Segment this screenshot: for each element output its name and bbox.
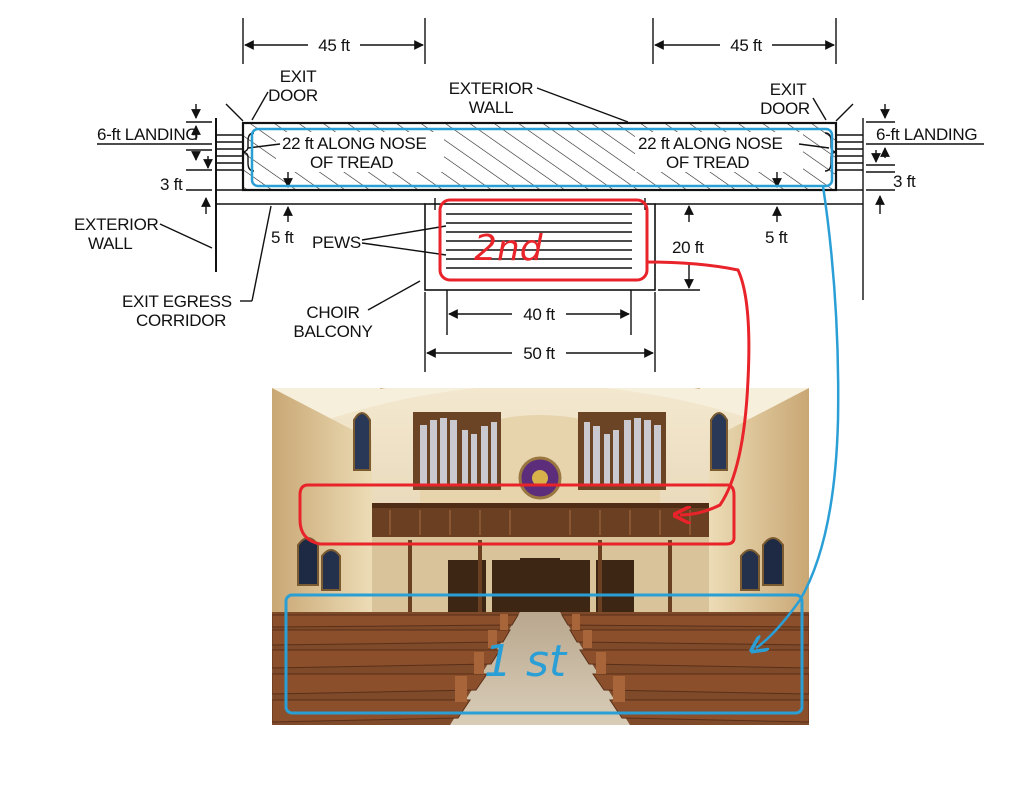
svg-text:CHOIR: CHOIR — [306, 303, 359, 322]
svg-text:OF TREAD: OF TREAD — [666, 153, 749, 172]
dim-balcony-depth: 20 ft — [658, 205, 704, 291]
tread-left-label: 22 ft ALONG NOSE OF TREAD — [282, 134, 427, 172]
svg-text:6-ft LANDING: 6-ft LANDING — [97, 125, 198, 144]
svg-text:50 ft: 50 ft — [523, 344, 555, 363]
exterior-wall-top-label: EXTERIOR WALL — [449, 79, 629, 123]
church-interior-photo — [272, 388, 809, 725]
svg-text:BALCONY: BALCONY — [293, 322, 372, 341]
svg-text:EXIT: EXIT — [280, 67, 317, 86]
svg-text:EXIT: EXIT — [770, 80, 807, 99]
landing-right: 6-ft LANDING — [866, 104, 984, 166]
blue-connector-arrow — [756, 185, 840, 648]
corridor-left-dim: 5 ft — [271, 172, 294, 247]
svg-text:5 ft: 5 ft — [765, 228, 788, 247]
dim-top-right: 45 ft — [652, 18, 837, 64]
svg-text:OF TREAD: OF TREAD — [310, 153, 393, 172]
first-level-label: 1 st — [484, 636, 568, 687]
svg-text:5 ft: 5 ft — [271, 228, 294, 247]
dim-balcony-outer: 50 ft — [424, 292, 656, 372]
floor-plan: 45 ft 45 ft 22 ft ALONG NOSE OF TREAD 22… — [74, 18, 984, 372]
corridor-right-dim: 5 ft — [765, 172, 788, 247]
stair-treads-right — [836, 134, 863, 171]
red-connector-arrow — [645, 260, 751, 515]
svg-text:CORRIDOR: CORRIDOR — [136, 311, 226, 330]
tread-left-bg — [276, 132, 444, 172]
tread-right-bg — [635, 132, 803, 172]
blue-annotation: 1 st — [250, 127, 840, 715]
first-level-photo-box — [284, 593, 804, 715]
second-level-box — [438, 198, 649, 282]
svg-text:EXTERIOR: EXTERIOR — [449, 79, 534, 98]
gap-left: 3 ft — [160, 175, 212, 214]
tread-right-label: 22 ft ALONG NOSE OF TREAD — [638, 134, 783, 172]
landing-left: 6-ft LANDING — [97, 104, 213, 171]
stair-treads-left — [216, 134, 243, 171]
first-level-plan-box — [250, 127, 834, 188]
svg-text:EXIT EGRESS: EXIT EGRESS — [122, 292, 232, 311]
choir-balcony-label: CHOIR BALCONY — [293, 280, 421, 341]
svg-text:WALL: WALL — [88, 234, 132, 253]
svg-text:3 ft: 3 ft — [893, 172, 916, 191]
svg-text:PEWS: PEWS — [312, 233, 361, 252]
second-level-label: 2nd — [474, 228, 544, 269]
dim-top-right-label: 45 ft — [730, 36, 762, 55]
svg-text:DOOR: DOOR — [268, 86, 318, 105]
svg-text:40 ft: 40 ft — [523, 305, 555, 324]
gap-right: 3 ft — [866, 171, 916, 214]
svg-text:20 ft: 20 ft — [672, 238, 704, 257]
exit-door-right-label: EXIT DOOR — [760, 80, 827, 121]
svg-text:DOOR: DOOR — [760, 99, 810, 118]
pews-label: PEWS — [312, 225, 447, 256]
svg-text:WALL: WALL — [469, 98, 513, 117]
exit-door-left-label: EXIT DOOR — [251, 67, 318, 121]
svg-text:3 ft: 3 ft — [160, 175, 183, 194]
dim-top-left-label: 45 ft — [318, 36, 350, 55]
red-annotation: 2nd — [298, 198, 751, 546]
svg-text:EXTERIOR: EXTERIOR — [74, 215, 159, 234]
choir-balcony-outline — [424, 203, 656, 291]
svg-text:22 ft ALONG NOSE: 22 ft ALONG NOSE — [638, 134, 782, 153]
dim-balcony-inner: 40 ft — [446, 290, 632, 335]
exterior-wall-left-label: EXTERIOR WALL — [74, 215, 213, 253]
svg-text:6-ft LANDING: 6-ft LANDING — [876, 125, 977, 144]
balcony-highlight-box — [298, 483, 736, 546]
dim-top-left: 45 ft — [242, 18, 426, 64]
svg-text:22 ft ALONG NOSE: 22 ft ALONG NOSE — [282, 134, 426, 153]
exit-egress-label: EXIT EGRESS CORRIDOR — [122, 205, 272, 330]
pews-lines — [446, 213, 632, 269]
